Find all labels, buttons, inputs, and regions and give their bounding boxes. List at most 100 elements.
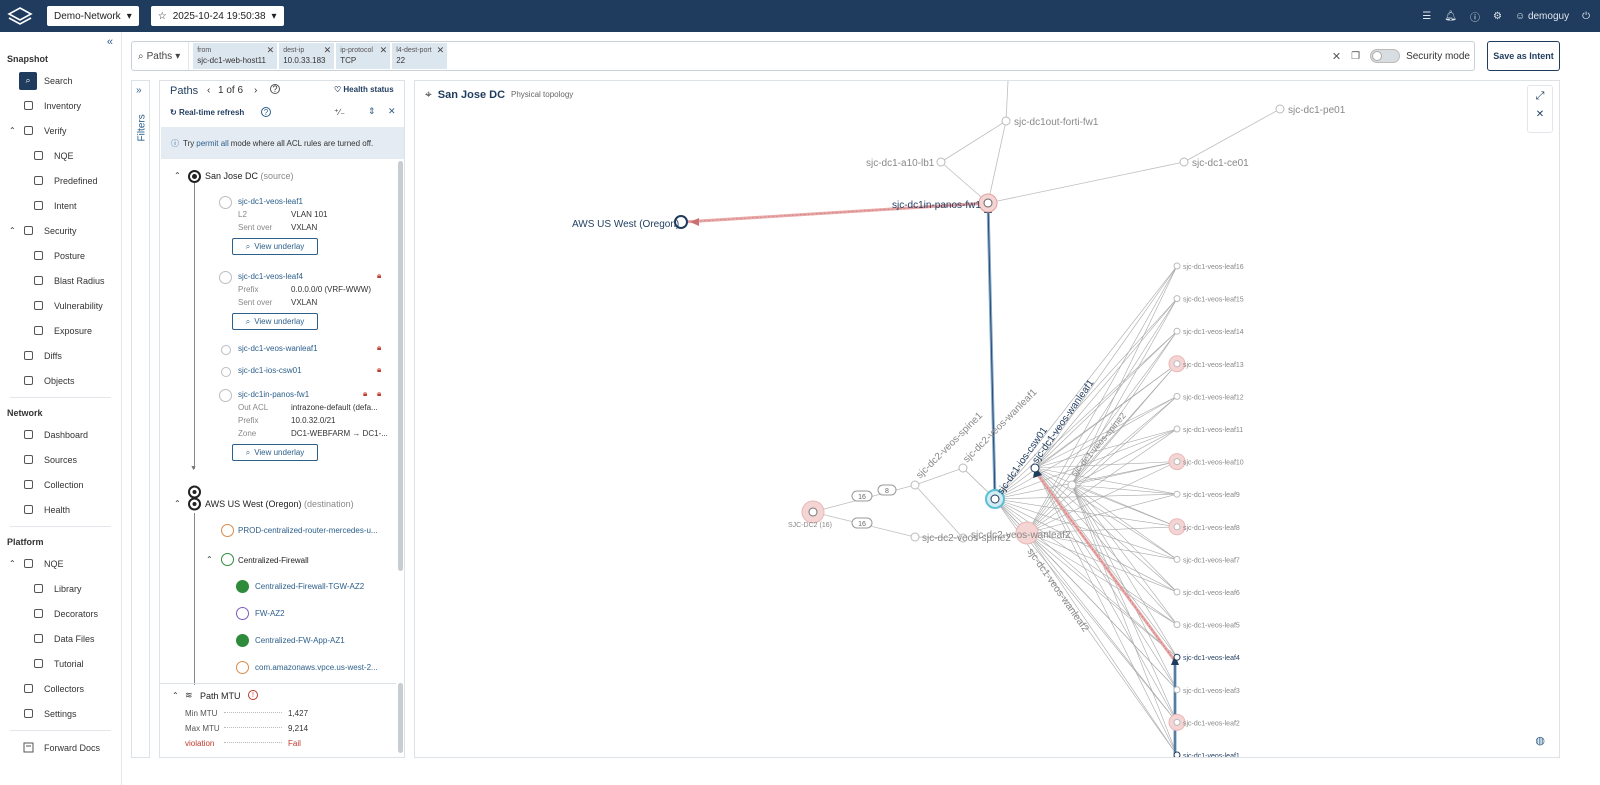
leaf-node[interactable] [1173,718,1181,726]
expand-filters-icon[interactable]: » [136,85,142,96]
hop-device-link[interactable]: sjc-dc1-veos-wanleaf1 [238,344,318,353]
node-dc2-wanleaf1[interactable] [958,463,968,473]
node-pe01[interactable] [1275,104,1285,114]
bell-icon[interactable]: 🔔︎ [1444,10,1457,22]
view-underlay-button[interactable]: ⌕View underlay [232,313,318,330]
hop-device-link[interactable]: sjc-dc1-veos-leaf4 [238,272,303,281]
collapse-screen-icon[interactable]: ✕ [1535,109,1545,120]
sidebar-item[interactable]: ⌃Verify [0,118,121,143]
acl-lock-icon[interactable]: 🔒︎ [377,389,382,398]
help-icon[interactable]: ? [261,107,271,117]
sidebar-item[interactable]: Dashboard [0,422,121,447]
view-underlay-button[interactable]: ⌕View underlay [232,444,318,461]
leaf-node[interactable] [1173,621,1181,629]
sidebar-item[interactable]: Inventory [0,93,121,118]
node-dc2-spine2[interactable] [910,532,920,542]
hop-device-link[interactable]: sjc-dc1in-panos-fw1 [238,390,310,399]
sidebar-item[interactable]: Vulnerability [0,293,121,318]
node-dc1-spine2[interactable] [1067,480,1077,490]
leaf-node[interactable] [1173,686,1181,694]
close-icon[interactable]: ✕ [436,45,445,55]
leaf-node[interactable] [1173,327,1181,335]
leaf-node[interactable] [1173,653,1181,661]
sidebar-item[interactable]: Diffs [0,343,121,368]
leaf-node[interactable] [1173,360,1181,368]
acl-lock-icon[interactable]: 🔒︎ [377,343,382,352]
leaf-node[interactable] [1173,425,1181,433]
network-selector[interactable]: Demo-Network▾ [47,6,139,26]
list-icon[interactable]: ☰ [1422,10,1432,22]
node-a10-lb1[interactable] [936,157,946,167]
vpce-item[interactable]: com.amazonaws.vpce.us-west-2... [255,663,378,672]
panel-scrollbar-2[interactable] [398,683,403,753]
leaf-node[interactable] [1173,523,1181,531]
fw-az2-item[interactable]: FW-AZ2 [255,609,285,618]
chevron-up-icon[interactable]: ⌃ [9,559,16,568]
hop-device-link[interactable]: sjc-dc1-ios-csw01 [238,366,302,375]
topology-canvas[interactable]: sjc-dc1-veos-leaf16sjc-dc1-veos-leaf15sj… [415,81,1560,758]
node-aws[interactable] [674,215,688,229]
sidebar-item[interactable]: Tutorial [0,651,121,676]
globe-icon[interactable]: ◍ [1535,735,1545,747]
user-menu[interactable]: ☺ demoguy [1515,11,1569,22]
leaf-node[interactable] [1173,295,1181,303]
copy-icon[interactable]: ❐ [1351,50,1361,62]
sidebar-item[interactable]: NQE [0,143,121,168]
centralized-firewall-group[interactable]: Centralized-Firewall [238,556,309,565]
expand-all-icon[interactable]: ⇕ [368,106,376,116]
sidebar-item[interactable]: Settings [0,701,121,726]
sidebar-item[interactable]: ⌕Search [0,68,121,93]
realtime-refresh-button[interactable]: ↻ Real-time refresh [170,108,244,117]
sidebar-item[interactable]: Data Files [0,626,121,651]
sidebar-item[interactable]: ⌃Security [0,218,121,243]
power-icon[interactable]: ⏻ [1582,10,1590,22]
sidebar-item[interactable]: Health [0,497,121,522]
next-path-icon[interactable]: › [254,85,258,96]
close-icon[interactable]: ✕ [323,45,332,55]
chevron-up-icon[interactable]: ⌃ [9,226,16,235]
node-forti-fw1[interactable] [1001,116,1011,126]
diff-icon[interactable]: ⁺∕₋ [334,107,346,117]
acl-lock-icon[interactable]: 🔒︎ [377,271,382,280]
gear-icon[interactable]: ⚙ [1492,10,1502,22]
leaf-node[interactable] [1173,555,1181,563]
sidebar-item[interactable]: Library [0,576,121,601]
leaf-node[interactable] [1173,262,1181,270]
view-underlay-button[interactable]: ⌕View underlay [232,238,318,255]
fit-screen-icon[interactable]: ⤢ [1535,90,1545,102]
sidebar-item[interactable]: Objects [0,368,121,393]
search-mode-selector[interactable]: ⌕Paths▾ [132,42,190,70]
sidebar-item[interactable]: ⌃NQE [0,551,121,576]
panel-scrollbar[interactable] [398,161,403,571]
mtu-collapse-icon[interactable]: ⌃ [172,691,179,700]
filters-rail[interactable]: » Filters [131,80,150,758]
close-icon[interactable]: ✕ [266,45,275,55]
sidebar-item[interactable]: Sources [0,447,121,472]
acl-lock-icon[interactable]: 🔒︎ [377,365,382,374]
snapshot-selector[interactable]: ☆2025-10-24 19:50:38▾ [150,6,284,26]
sidebar-item[interactable]: Collection [0,472,121,497]
node-dc1-wanleaf1[interactable] [1030,463,1040,473]
sidebar-item[interactable]: Collectors [0,676,121,701]
sidebar-item[interactable]: Exposure [0,318,121,343]
collapse-sidebar-icon[interactable]: « [106,36,113,48]
close-icon[interactable]: ✕ [379,45,388,55]
help-icon[interactable]: ? [270,84,280,94]
leaf-node[interactable] [1173,392,1181,400]
source-collapse-icon[interactable]: ⌃ [174,171,181,180]
collapse-all-icon[interactable]: ✕ [388,106,396,116]
aws-router-item[interactable]: PROD-centralized-router-mercedes-u... [238,526,378,535]
node-ce01[interactable] [1179,157,1189,167]
leaf-node[interactable] [1173,458,1181,466]
sidebar-item-forward-docs[interactable]: Forward Docs [0,735,121,760]
acl-lock-icon[interactable]: 🔒︎ [363,389,368,398]
sidebar-item[interactable]: Intent [0,193,121,218]
sidebar-item[interactable]: Decorators [0,601,121,626]
clear-search-icon[interactable]: ✕ [1331,50,1342,63]
hop-device-link[interactable]: sjc-dc1-veos-leaf1 [238,197,303,206]
dest-collapse-icon[interactable]: ⌃ [174,499,181,508]
sidebar-item[interactable]: Posture [0,243,121,268]
